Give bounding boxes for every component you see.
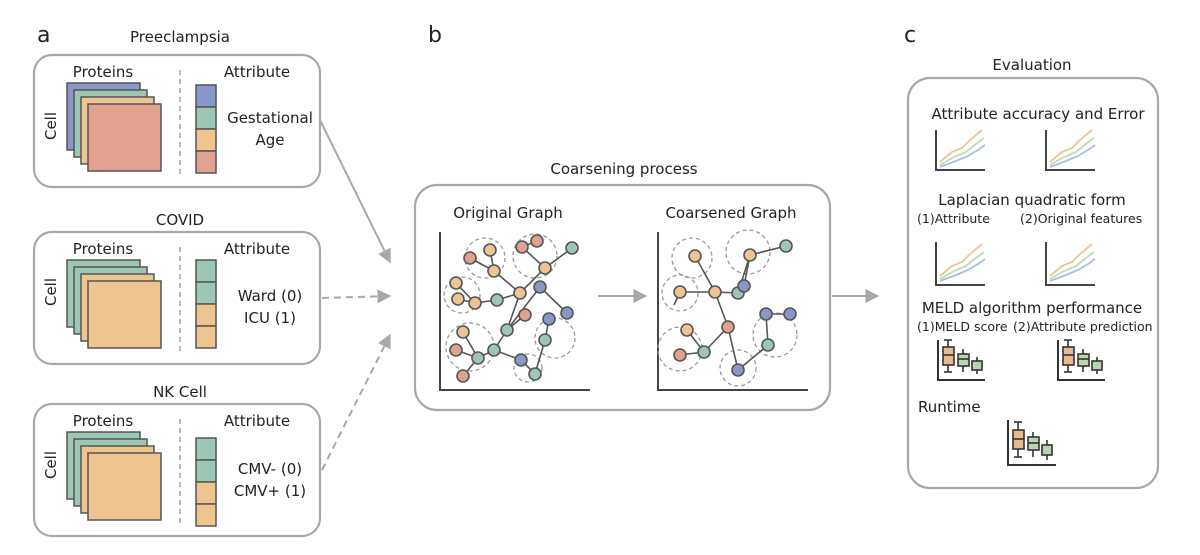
attribute-value-line1: CMV- (0) [238, 460, 302, 478]
evaluation-box [906, 76, 1160, 490]
attribute-value-line1: Ward (0) [238, 287, 303, 305]
proteins-label: Proteins [73, 412, 134, 430]
dataset-title-covid: COVID [156, 211, 204, 229]
meld-score-boxplot [937, 339, 985, 381]
arrow-covid-to-graph [321, 289, 392, 304]
original-graph-nodes [449, 234, 579, 383]
arrow-preeclampsia-to-graph [319, 119, 391, 264]
cell-protein-stack [66, 431, 162, 521]
coarsened-graph-label: Coarsened Graph [665, 204, 796, 222]
panel-a-letter: a [37, 23, 50, 48]
attribute-value-line2: CMV+ (1) [234, 482, 306, 500]
meld-section-title: MELD algorithm performance [922, 299, 1142, 317]
panel-c-letter: c [904, 23, 916, 48]
laplacian-section-title: Laplacian quadratic form [938, 191, 1125, 209]
evaluation-title: Evaluation [992, 56, 1071, 74]
dataset-title-nk-cell: NK Cell [153, 383, 207, 401]
cell-protein-stack [66, 259, 162, 349]
accuracy-section-title: Attribute accuracy and Error [932, 105, 1146, 123]
proteins-label: Proteins [73, 63, 134, 81]
cell-label: Cell [42, 112, 60, 140]
attribute-column [195, 259, 217, 349]
cell-label: Cell [42, 451, 60, 479]
meld-sub-attribute-prediction: (2)Attribute prediction [1013, 319, 1153, 334]
attribute-value-line2: ICU (1) [244, 309, 296, 327]
laplacian-sub-attribute: (1)Attribute [917, 211, 990, 226]
original-graph-axes [439, 232, 590, 391]
meld-sub-score: (1)MELD score [917, 319, 1008, 334]
laplacian-line-plot-1 [935, 242, 986, 286]
coarsening-title: Coarsening process [550, 160, 697, 178]
attribute-header: Attribute [224, 240, 290, 258]
attribute-column [195, 84, 217, 174]
coarsened-graph-axes [657, 232, 808, 391]
cell-label: Cell [42, 278, 60, 306]
runtime-section-title: Runtime [918, 398, 981, 416]
attribute-value-line2: Age [255, 131, 284, 149]
attribute-header: Attribute [224, 412, 290, 430]
panel-b-letter: b [428, 23, 442, 48]
meld-attribute-prediction-boxplot [1057, 339, 1105, 381]
accuracy-line-plot-1 [935, 129, 986, 171]
proteins-label: Proteins [73, 240, 134, 258]
coarsened-graph-nodes [673, 239, 797, 377]
arrow-nk-to-graph [321, 333, 391, 471]
dataset-title-preeclampsia: Preeclampsia [130, 28, 230, 46]
accuracy-line-plot-2 [1045, 129, 1096, 171]
attribute-header: Attribute [224, 63, 290, 81]
cell-protein-stack [66, 82, 162, 172]
attribute-value-line1: Gestational [227, 109, 313, 127]
attribute-column [195, 437, 217, 527]
runtime-boxplot [1007, 420, 1056, 466]
original-graph-label: Original Graph [453, 204, 562, 222]
laplacian-line-plot-2 [1045, 242, 1096, 286]
laplacian-sub-original-features: (2)Original features [1020, 211, 1142, 226]
